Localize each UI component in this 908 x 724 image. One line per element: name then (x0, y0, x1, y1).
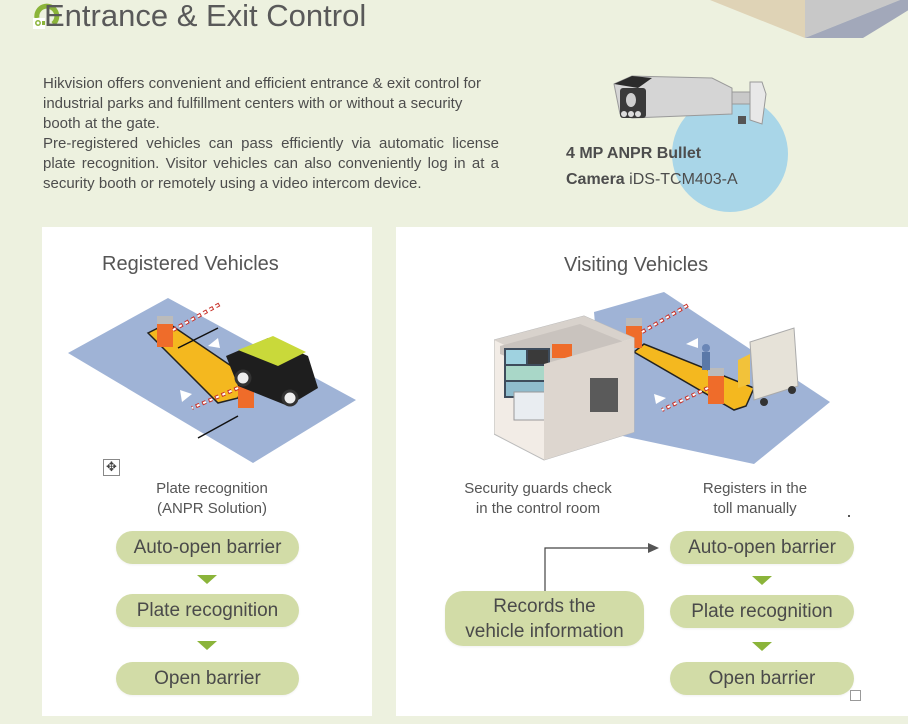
product-model: iDS-TCM403-A (629, 171, 738, 188)
step-label: Open barrier (154, 667, 261, 689)
truck-image (738, 327, 799, 406)
registered-vehicles-panel (42, 227, 372, 716)
visiting-step-auto-open-barrier: Auto-open barrier (670, 531, 854, 564)
page-title: Entrance & Exit Control (44, 0, 367, 33)
intro-text: Hikvision offers convenient and efficien… (43, 74, 499, 194)
visiting-right-caption-line1: Registers in the (702, 480, 808, 497)
connector-arrow-icon (544, 543, 659, 595)
anpr-camera-image (613, 75, 767, 125)
visiting-right-caption: Registers in the toll manually (655, 479, 855, 519)
move-handle-icon[interactable]: ✥ (103, 459, 120, 476)
step-label: Auto-open barrier (133, 536, 282, 558)
visiting-step-plate-recognition: Plate recognition (670, 595, 854, 628)
flow-arrow-down-icon (197, 641, 217, 650)
registered-caption-line1: Plate recognition (156, 480, 268, 497)
visiting-vehicles-illustration (494, 292, 830, 464)
registered-step-auto-open-barrier: Auto-open barrier (116, 531, 299, 564)
intro-paragraph-1: Hikvision offers convenient and efficien… (43, 75, 482, 132)
registered-vehicles-title: Registered Vehicles (102, 253, 279, 275)
intro-paragraph-2: Pre-registered vehicles can pass efficie… (43, 135, 499, 192)
visiting-vehicles-title: Visiting Vehicles (564, 254, 709, 276)
product-name-line2: Camera (566, 171, 625, 188)
step-label-line2: vehicle information (465, 620, 624, 642)
control-room-image (494, 315, 635, 461)
step-label: Plate recognition (136, 599, 279, 621)
resize-handle-icon[interactable] (850, 690, 861, 701)
hikvision-logo-icon (33, 3, 60, 29)
guard-figure (702, 344, 710, 370)
registered-vehicles-illustration (68, 298, 356, 463)
step-label: Auto-open barrier (688, 536, 836, 558)
visiting-left-caption-line1: Security guards check (464, 480, 612, 497)
flow-arrow-down-icon (752, 576, 772, 585)
registered-caption-line2: (ANPR Solution) (156, 500, 268, 517)
car-image (226, 336, 318, 407)
decorative-shapes (710, 0, 908, 38)
step-label-line1: Records the (493, 595, 596, 617)
visiting-step-open-barrier: Open barrier (670, 662, 854, 695)
flow-arrow-down-icon (752, 642, 772, 651)
registered-step-plate-recognition: Plate recognition (116, 594, 299, 627)
step-label: Open barrier (708, 667, 816, 689)
product-label: 4 MP ANPR Bullet Camera iDS-TCM403-A (566, 141, 738, 193)
visiting-right-caption-line2: toll manually (713, 500, 797, 517)
visiting-step-record-vehicle-info: Records the vehicle information (445, 591, 644, 646)
flow-arrow-down-icon (197, 575, 217, 584)
stray-dot (848, 515, 850, 517)
registered-step-open-barrier: Open barrier (116, 662, 299, 695)
registered-caption: Plate recognition (ANPR Solution) (112, 479, 312, 519)
visiting-left-caption-line2: in the control room (475, 500, 601, 517)
step-label: Plate recognition (691, 600, 833, 622)
product-name-line1: 4 MP ANPR Bullet (566, 145, 702, 162)
visiting-left-caption: Security guards check in the control roo… (438, 479, 638, 519)
